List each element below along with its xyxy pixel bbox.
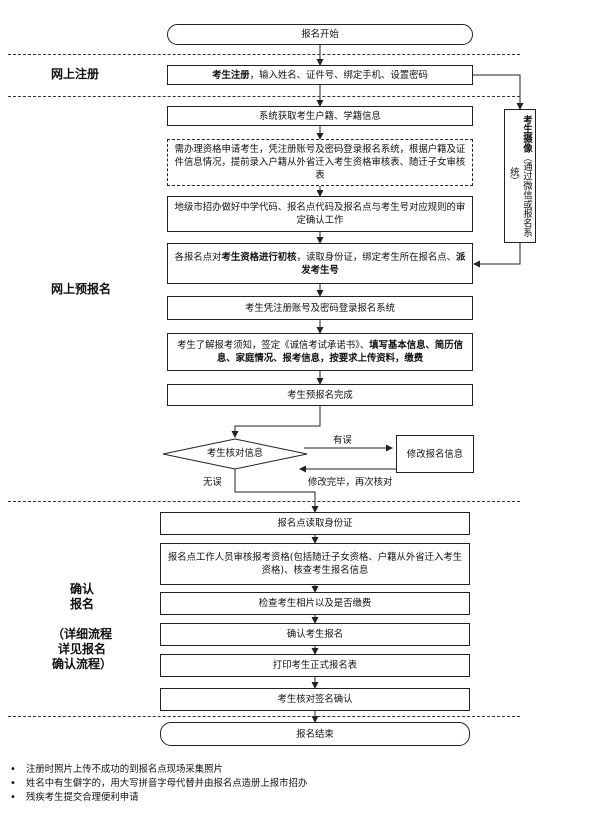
site-step-bold-1: 考生资格进行初核 [221, 251, 297, 263]
phase-label-register: 网上注册 [50, 67, 99, 81]
print-form-step: 打印考生正式报名表 [160, 654, 470, 677]
end-node: 报名结束 [160, 722, 470, 746]
phase-separator [8, 96, 520, 97]
fill-info-step: 考生了解报考须知，签定《诚信考试承诺书》、填写基本信息、简历信息、家庭情况、报考… [167, 333, 473, 371]
register-step-text: ，输入姓名、证件号、绑定手机、设置密码 [249, 69, 428, 81]
qualification-apply-step: 需办理资格申请考生，凭注册账号及密码登录报名系统，根据户籍及证件信息情况，提前录… [167, 139, 473, 186]
phase-separator [8, 501, 520, 502]
register-step: 考生注册，输入姓名、证件号、绑定手机、设置密码 [167, 65, 473, 85]
camera-side-bold: 考生摄像 [521, 114, 532, 153]
confirm-registration-step: 确认考生报名 [160, 623, 470, 646]
camera-side-text: （通过微信或报名系统） [508, 152, 532, 238]
phase-label-confirm-line2: 报名 [69, 597, 94, 611]
site-initial-check-step: 各报名点对考生资格进行初核，读取身份证，绑定考生所在报名点、派发考生号 [167, 243, 473, 284]
arrow-side-site [473, 243, 521, 268]
note-item: 注册时照片上传不成功的到报名点现场采集照片 [10, 763, 223, 777]
system-fetch-step: 系统获取考生户籍、学籍信息 [167, 106, 473, 126]
fill-step-text: 考生了解报考须知，签定《诚信考试承诺书》、 [177, 340, 370, 351]
note-item: 残疾考生提交合理便利申请 [10, 791, 138, 805]
fill-step-bold: 填写基本信息、简历信息、家庭情况、报考信息，按要求上传资料，缴费 [216, 340, 463, 364]
site-step-bold-2: 派发考生号 [301, 251, 466, 276]
camera-side-node: 考生摄像（通过微信或报名系统） [504, 109, 536, 243]
arrow-done-check [231, 406, 321, 438]
phase-label-confirm: 确认 报名 （详细流程 详见报名 确认流程） [40, 582, 124, 672]
phase-separator [8, 54, 520, 55]
site-step-text-2: ，读取身份证，绑定考生所在报名点、 [296, 251, 456, 263]
staff-review-step: 报名点工作人员审核报考资格(包括随迁子女资格、户籍从外省迁入考生资格)、核查考生… [160, 543, 470, 585]
phase-label-confirm-line3: （详细流程 [51, 627, 112, 641]
register-step-bold: 考生注册 [212, 69, 250, 81]
sign-confirm-step: 考生核对签名确认 [160, 688, 470, 711]
arrow-check-readid [234, 468, 319, 513]
arrow-register-side [472, 74, 524, 110]
start-node: 报名开始 [167, 24, 473, 45]
prereg-done-step: 考生预报名完成 [167, 384, 473, 406]
phase-label-prereg: 网上预报名 [50, 282, 111, 296]
phase-separator [8, 716, 520, 717]
photo-fee-step: 检查考生相片以及是否缴费 [160, 592, 470, 615]
city-office-step: 地级市招办做好中学代码、报名点代码及报名点与考生号对应规则的审定确认工作 [167, 196, 473, 232]
login-step: 考生凭注册账号及密码登录报名系统 [167, 296, 473, 320]
check-decision-label: 考生核对信息 [206, 448, 264, 459]
note-item: 姓名中有生僻字的，用大写拼音字母代替并由报名点造册上报市招办 [10, 777, 307, 791]
edge-label-ok: 无误 [203, 477, 222, 488]
site-step-text-1: 各报名点对 [174, 251, 222, 263]
phase-label-confirm-line1: 确认 [69, 582, 94, 596]
edge-label-error: 有误 [333, 435, 352, 446]
modify-info-node: 修改报名信息 [396, 435, 474, 473]
phase-label-confirm-line5: 确认流程） [51, 657, 112, 671]
read-id-step: 报名点读取身份证 [160, 512, 470, 535]
check-decision-diamond [162, 438, 308, 470]
edge-label-recheck: 修改完毕，再次核对 [308, 477, 393, 488]
phase-label-confirm-line4: 详见报名 [57, 642, 106, 656]
